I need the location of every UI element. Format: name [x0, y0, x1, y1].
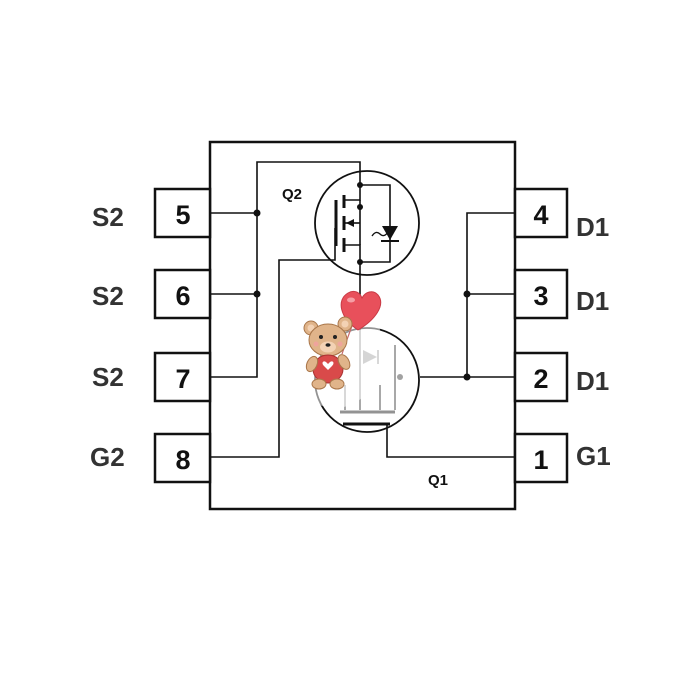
pin-6-label: S2	[92, 281, 124, 311]
pin-7-label: S2	[92, 362, 124, 392]
pin-5-number: 5	[175, 200, 190, 230]
junction-dot	[357, 259, 363, 265]
pin-7-number: 7	[175, 364, 190, 394]
g1-gate-wire	[386, 424, 515, 458]
pin-4: 4 D1	[513, 187, 609, 242]
pin-3-label: D1	[576, 286, 609, 316]
q2-mosfet-symbol: Q2	[282, 170, 420, 276]
pin-2-label: D1	[576, 366, 609, 396]
pin-3-number: 3	[533, 281, 548, 311]
junction-dot	[253, 290, 261, 298]
pin-6-number: 6	[175, 281, 190, 311]
pin-1-box	[513, 432, 569, 484]
q1-label: Q1	[428, 472, 448, 489]
pin-4-label: D1	[576, 212, 609, 242]
pin-5-label: S2	[92, 202, 124, 232]
pin-3: 3 D1	[513, 268, 609, 320]
junction-dot	[253, 209, 261, 217]
pin-1-label: G1	[576, 441, 611, 471]
pin-4-number: 4	[533, 200, 548, 230]
pin-2-number: 2	[533, 364, 548, 394]
pin-1-number: 1	[533, 445, 548, 475]
junction-dot	[357, 182, 363, 188]
q2-diode-triangle	[382, 226, 398, 240]
q2-zener-curl	[371, 231, 389, 237]
pin-8-box	[153, 432, 212, 484]
pin-3-box	[513, 268, 569, 320]
q2-body-arrow	[346, 219, 354, 227]
g2-gate-wire	[210, 228, 336, 458]
q2-diode-wire	[360, 184, 391, 263]
junction-dot	[463, 373, 471, 381]
pin-6: 6 S2	[92, 268, 212, 320]
q2-label: Q2	[282, 186, 302, 203]
pin-2: 2 D1	[513, 351, 609, 403]
junction-dot	[357, 204, 363, 210]
pin-5: 5 S2	[92, 187, 212, 239]
wiring	[210, 161, 515, 458]
pin-8-number: 8	[175, 445, 190, 475]
q2-outline	[314, 170, 420, 276]
pin-5-box	[153, 187, 212, 239]
pin-1: 1 G1	[513, 432, 611, 484]
junction-dot	[463, 290, 471, 298]
pin-6-box	[153, 268, 212, 320]
pin-8-label: G2	[90, 442, 125, 472]
pin-7: 7 S2	[92, 351, 212, 403]
pin-8: 8 G2	[90, 432, 212, 484]
teddy-bear-sticker	[287, 290, 383, 408]
